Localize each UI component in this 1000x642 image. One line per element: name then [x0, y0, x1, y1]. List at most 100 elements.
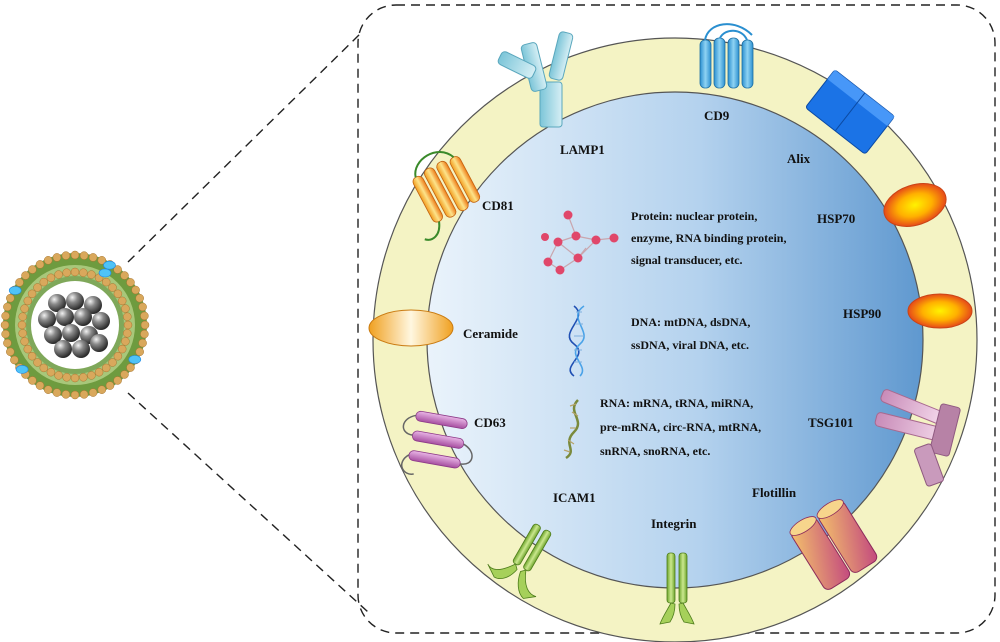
- label-cd9: CD9: [704, 108, 730, 123]
- flotillin-protein-icon: [789, 499, 878, 590]
- label-icam1: ICAM1: [553, 490, 596, 505]
- lipid-head: [79, 390, 89, 399]
- lipid-head: [39, 363, 49, 373]
- cargo-particle: [92, 312, 110, 330]
- cargo-particle: [56, 308, 74, 326]
- label-cd63: CD63: [474, 415, 506, 430]
- lipid-head: [18, 329, 27, 338]
- lipid-head: [46, 273, 56, 283]
- lipid-head: [101, 277, 111, 287]
- dna-cargo-line-1: DNA: mtDNA, dsDNA,: [631, 315, 750, 329]
- cargo-particle: [38, 310, 56, 328]
- zoom-line-top: [127, 31, 363, 263]
- cargo-particle: [74, 308, 92, 326]
- lipid-head: [52, 253, 62, 262]
- lipid-head: [113, 376, 122, 385]
- label-integrin: Integrin: [651, 516, 697, 531]
- lipid-head: [87, 371, 96, 380]
- lipid-head: [54, 270, 63, 279]
- lipid-head: [117, 296, 127, 306]
- lipid-head: [61, 390, 71, 399]
- lipid-head: [79, 251, 89, 260]
- protein-network-icon: [541, 210, 619, 275]
- alix-protein-icon: [805, 69, 895, 154]
- lipid-head: [87, 270, 96, 279]
- integrin-protein-icon: [659, 552, 695, 625]
- lipid-head: [6, 293, 15, 303]
- hsp70-protein-icon: [883, 183, 947, 227]
- cargo-particle: [48, 294, 66, 312]
- lipid-head: [88, 388, 98, 397]
- lipid-head: [39, 277, 49, 287]
- cd63-protein-icon: [400, 410, 473, 475]
- lipid-head: [33, 358, 42, 367]
- membrane-protein-icon: [103, 260, 116, 270]
- lipid-head: [97, 385, 107, 394]
- lipid-head: [70, 390, 80, 400]
- lipid-head: [18, 312, 27, 321]
- cargo-particle: [66, 292, 84, 310]
- lipid-head: [10, 355, 19, 365]
- lipid-head: [121, 337, 130, 346]
- lipid-head: [113, 265, 122, 274]
- lipid-head: [33, 283, 42, 292]
- protein-cargo-line-2: enzyme, RNA binding protein,: [631, 231, 786, 245]
- ceramide-icon: [368, 309, 454, 347]
- lipid-head: [1, 329, 10, 339]
- label-flotillin: Flotillin: [752, 485, 797, 500]
- lipid-head: [117, 344, 127, 354]
- lipid-head: [27, 351, 37, 361]
- exosome-overview: [0, 250, 150, 400]
- lipid-head: [43, 385, 53, 394]
- lipid-head: [20, 337, 29, 346]
- lipid-head: [138, 302, 147, 312]
- lipid-head: [21, 271, 30, 280]
- lipid-head: [121, 304, 130, 313]
- lipid-head: [126, 278, 135, 287]
- cargo-particle: [72, 340, 90, 358]
- lipid-head: [52, 388, 62, 397]
- lipid-head: [140, 311, 149, 321]
- protein-cargo-line-3: signal transducer, etc.: [631, 253, 743, 267]
- lipid-head: [88, 253, 98, 262]
- membrane-protein-icon: [128, 355, 142, 364]
- membrane-protein-icon: [98, 268, 112, 278]
- label-cd81: CD81: [482, 198, 514, 213]
- cargo-particle: [62, 324, 80, 342]
- lipid-head: [70, 267, 80, 277]
- lipid-head: [54, 371, 63, 380]
- lipid-head: [35, 260, 45, 269]
- cargo-particle: [54, 340, 72, 358]
- icam1-protein-icon: [487, 523, 552, 599]
- lipid-head: [123, 312, 132, 321]
- hsp90-protein-icon: [907, 293, 973, 329]
- lipid-head: [101, 363, 111, 373]
- lipid-head: [28, 376, 37, 385]
- lipid-head: [108, 283, 117, 292]
- lipid-head: [62, 268, 71, 277]
- lamp1-protein-icon: [497, 31, 574, 128]
- rna-strand-icon: [563, 399, 580, 460]
- lipid-head: [138, 338, 147, 348]
- protein-cargo-line-1: Protein: nuclear protein,: [631, 209, 757, 223]
- cargo-particle: [44, 326, 62, 344]
- dna-helix-icon: [568, 305, 585, 377]
- label-tsg101: TSG101: [808, 415, 854, 430]
- zoom-line-bottom: [127, 392, 369, 613]
- lipid-head: [3, 302, 12, 312]
- lipid-head: [20, 304, 29, 313]
- rna-cargo-line-1: RNA: mRNA, tRNA, miRNA,: [600, 396, 753, 410]
- lipid-head: [79, 373, 88, 382]
- lipid-head: [46, 367, 56, 377]
- rna-cargo-line-2: pre-mRNA, circ-RNA, mtRNA,: [600, 420, 761, 434]
- cd81-protein-icon: [412, 151, 481, 241]
- lipid-head: [123, 320, 133, 330]
- lipid-head: [61, 251, 71, 260]
- lipid-head: [62, 373, 71, 382]
- membrane-protein-icon: [8, 286, 22, 295]
- lipid-head: [120, 370, 129, 379]
- lipid-head: [35, 381, 45, 390]
- lipid-head: [135, 347, 144, 357]
- dna-cargo-line-2: ssDNA, viral DNA, etc.: [631, 338, 749, 352]
- lipid-head: [108, 358, 117, 367]
